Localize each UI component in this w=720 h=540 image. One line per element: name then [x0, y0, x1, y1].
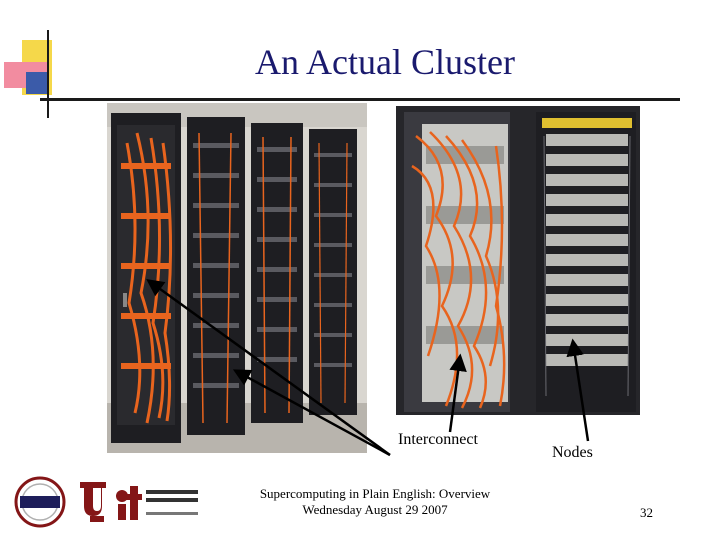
interconnect-label: Interconnect — [398, 431, 478, 448]
ou-logo — [80, 482, 106, 522]
nodes-label: Nodes — [552, 444, 593, 461]
footer-date: Wednesday August 29 2007 — [302, 502, 448, 517]
rack-row-photo — [107, 103, 367, 453]
corner-decoration — [4, 30, 52, 118]
rack-closeup-photo — [396, 106, 640, 415]
it-logo — [116, 486, 198, 520]
oscer-logo — [14, 476, 66, 528]
title-divider — [40, 98, 680, 101]
slide-title: An Actual Cluster — [255, 42, 515, 82]
page-number: 32 — [640, 505, 653, 520]
footer-course-title: Supercomputing in Plain English: Overvie… — [259, 486, 491, 501]
footer-logos — [14, 476, 198, 528]
footer-caption: Supercomputing in Plain English: Overvie… — [230, 486, 520, 518]
